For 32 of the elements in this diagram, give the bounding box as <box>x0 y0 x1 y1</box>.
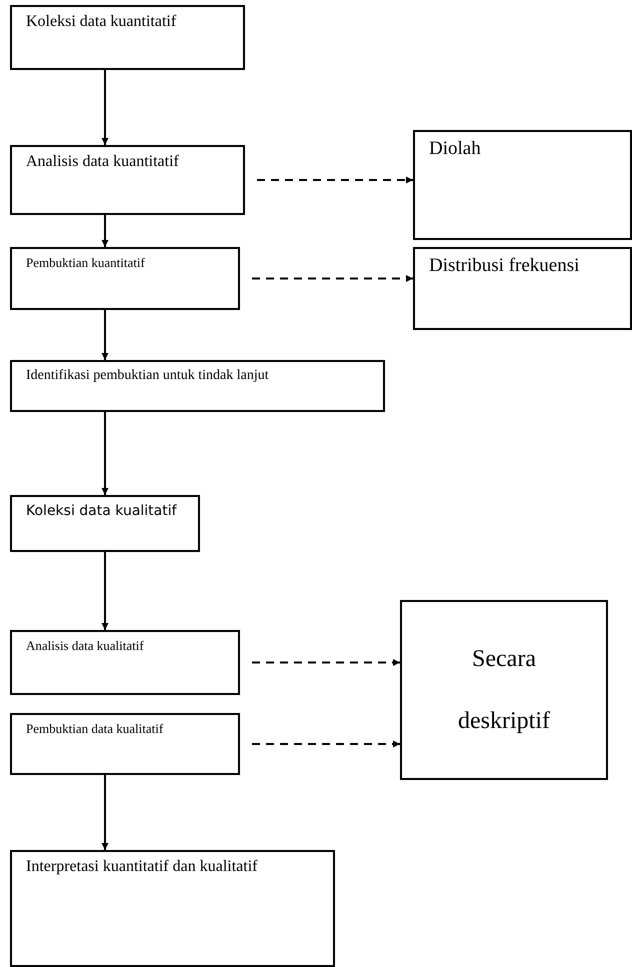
box-text: Diolah <box>429 138 482 160</box>
process-box <box>10 360 385 412</box>
process-box <box>10 247 240 310</box>
arrow <box>257 176 413 184</box>
arrow <box>102 310 108 360</box>
box-text: Interpretasi kuantitatif dan kualitatif <box>26 858 258 876</box>
box-text: Secara deskriptif <box>457 644 551 736</box>
process-box <box>413 247 632 330</box>
box-text: Koleksi data kuantitatif <box>26 13 178 31</box>
process-box <box>10 850 335 967</box>
process-box <box>10 630 240 695</box>
arrow <box>102 552 108 630</box>
process-box <box>10 145 245 215</box>
arrow <box>252 740 400 748</box>
process-box <box>10 495 200 552</box>
box-text: Analisis data kualitatif <box>26 638 145 654</box>
arrow <box>102 775 108 850</box>
box-text: Analisis data kuantitatif <box>26 153 180 171</box>
arrow <box>102 215 108 247</box>
box-text: Pembuktian data kualitatif <box>26 721 164 737</box>
box-text: Distribusi frekuensi <box>429 255 580 277</box>
process-box <box>400 600 608 780</box>
box-text: Koleksi data kualitatif <box>26 503 178 519</box>
process-box <box>10 713 240 775</box>
box-text: Pembuktian kuantitatif <box>26 255 146 271</box>
arrow <box>102 70 108 145</box>
process-box <box>413 130 632 240</box>
process-box <box>10 5 245 70</box>
box-text: Identifikasi pembuktian untuk tindak lanjut <box>26 368 270 384</box>
arrow <box>102 412 108 495</box>
arrow <box>252 275 413 282</box>
arrow <box>252 659 400 666</box>
